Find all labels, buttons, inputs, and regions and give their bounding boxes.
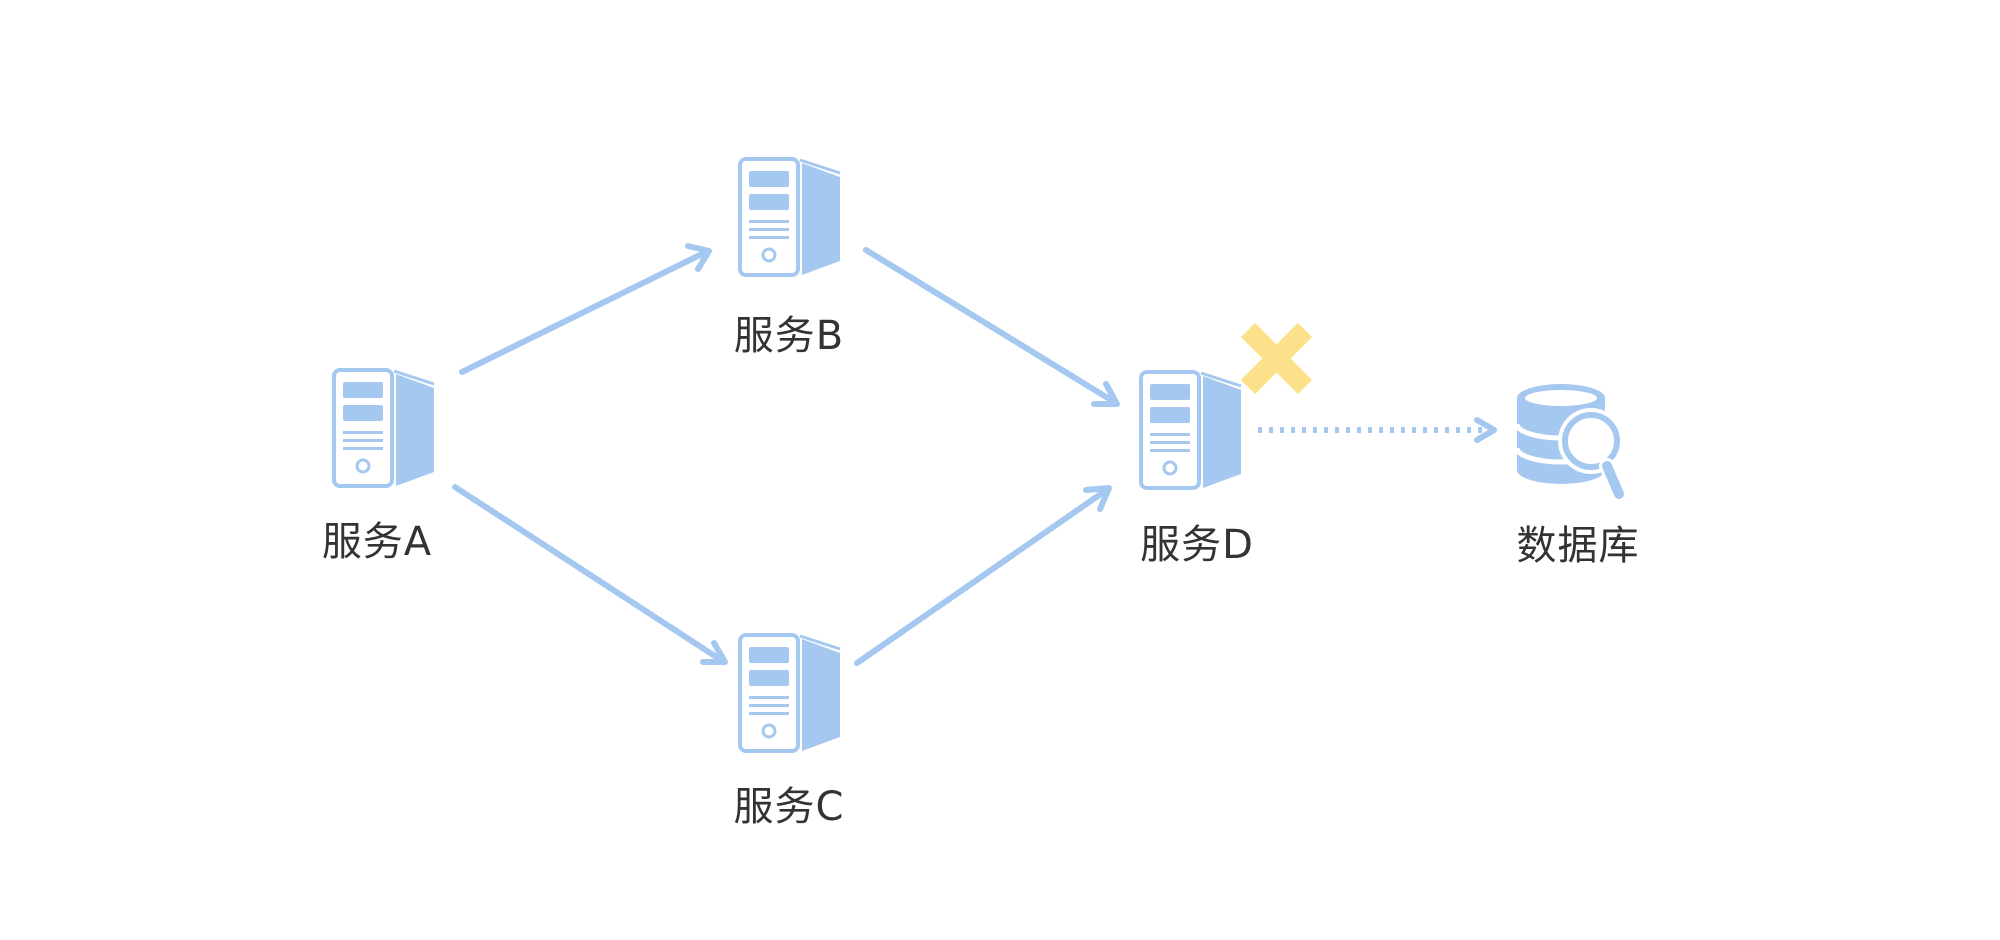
- edge-c-to-d: [854, 485, 1112, 666]
- server-icon: [1139, 370, 1243, 490]
- label-service-a: 服务A: [321, 519, 433, 565]
- edge-a-to-c: [452, 484, 728, 665]
- x-mark-icon: [1240, 322, 1313, 395]
- node-service-c[interactable]: [738, 633, 842, 753]
- edge-d-to-database: [1258, 417, 1497, 443]
- server-icon: [332, 368, 436, 488]
- edge-a-to-b: [459, 243, 712, 375]
- arrowhead-icon: [1474, 417, 1497, 443]
- node-service-d[interactable]: [1139, 370, 1243, 490]
- label-service-b: 服务B: [733, 313, 845, 359]
- server-icon: [738, 157, 842, 277]
- arrowhead-icon: [700, 640, 728, 665]
- arrowhead-icon: [1083, 485, 1112, 512]
- node-service-b[interactable]: [738, 157, 842, 277]
- database-search-icon: [1514, 384, 1628, 504]
- node-service-a[interactable]: [332, 368, 436, 488]
- edge-b-to-d: [863, 247, 1120, 407]
- arrowhead-icon: [1091, 381, 1120, 407]
- label-database: 数据库: [1516, 523, 1640, 569]
- label-service-c: 服务C: [733, 784, 845, 830]
- server-icon: [738, 633, 842, 753]
- label-service-d: 服务D: [1140, 522, 1254, 568]
- arrowhead-icon: [685, 243, 712, 272]
- node-database[interactable]: [1514, 384, 1628, 504]
